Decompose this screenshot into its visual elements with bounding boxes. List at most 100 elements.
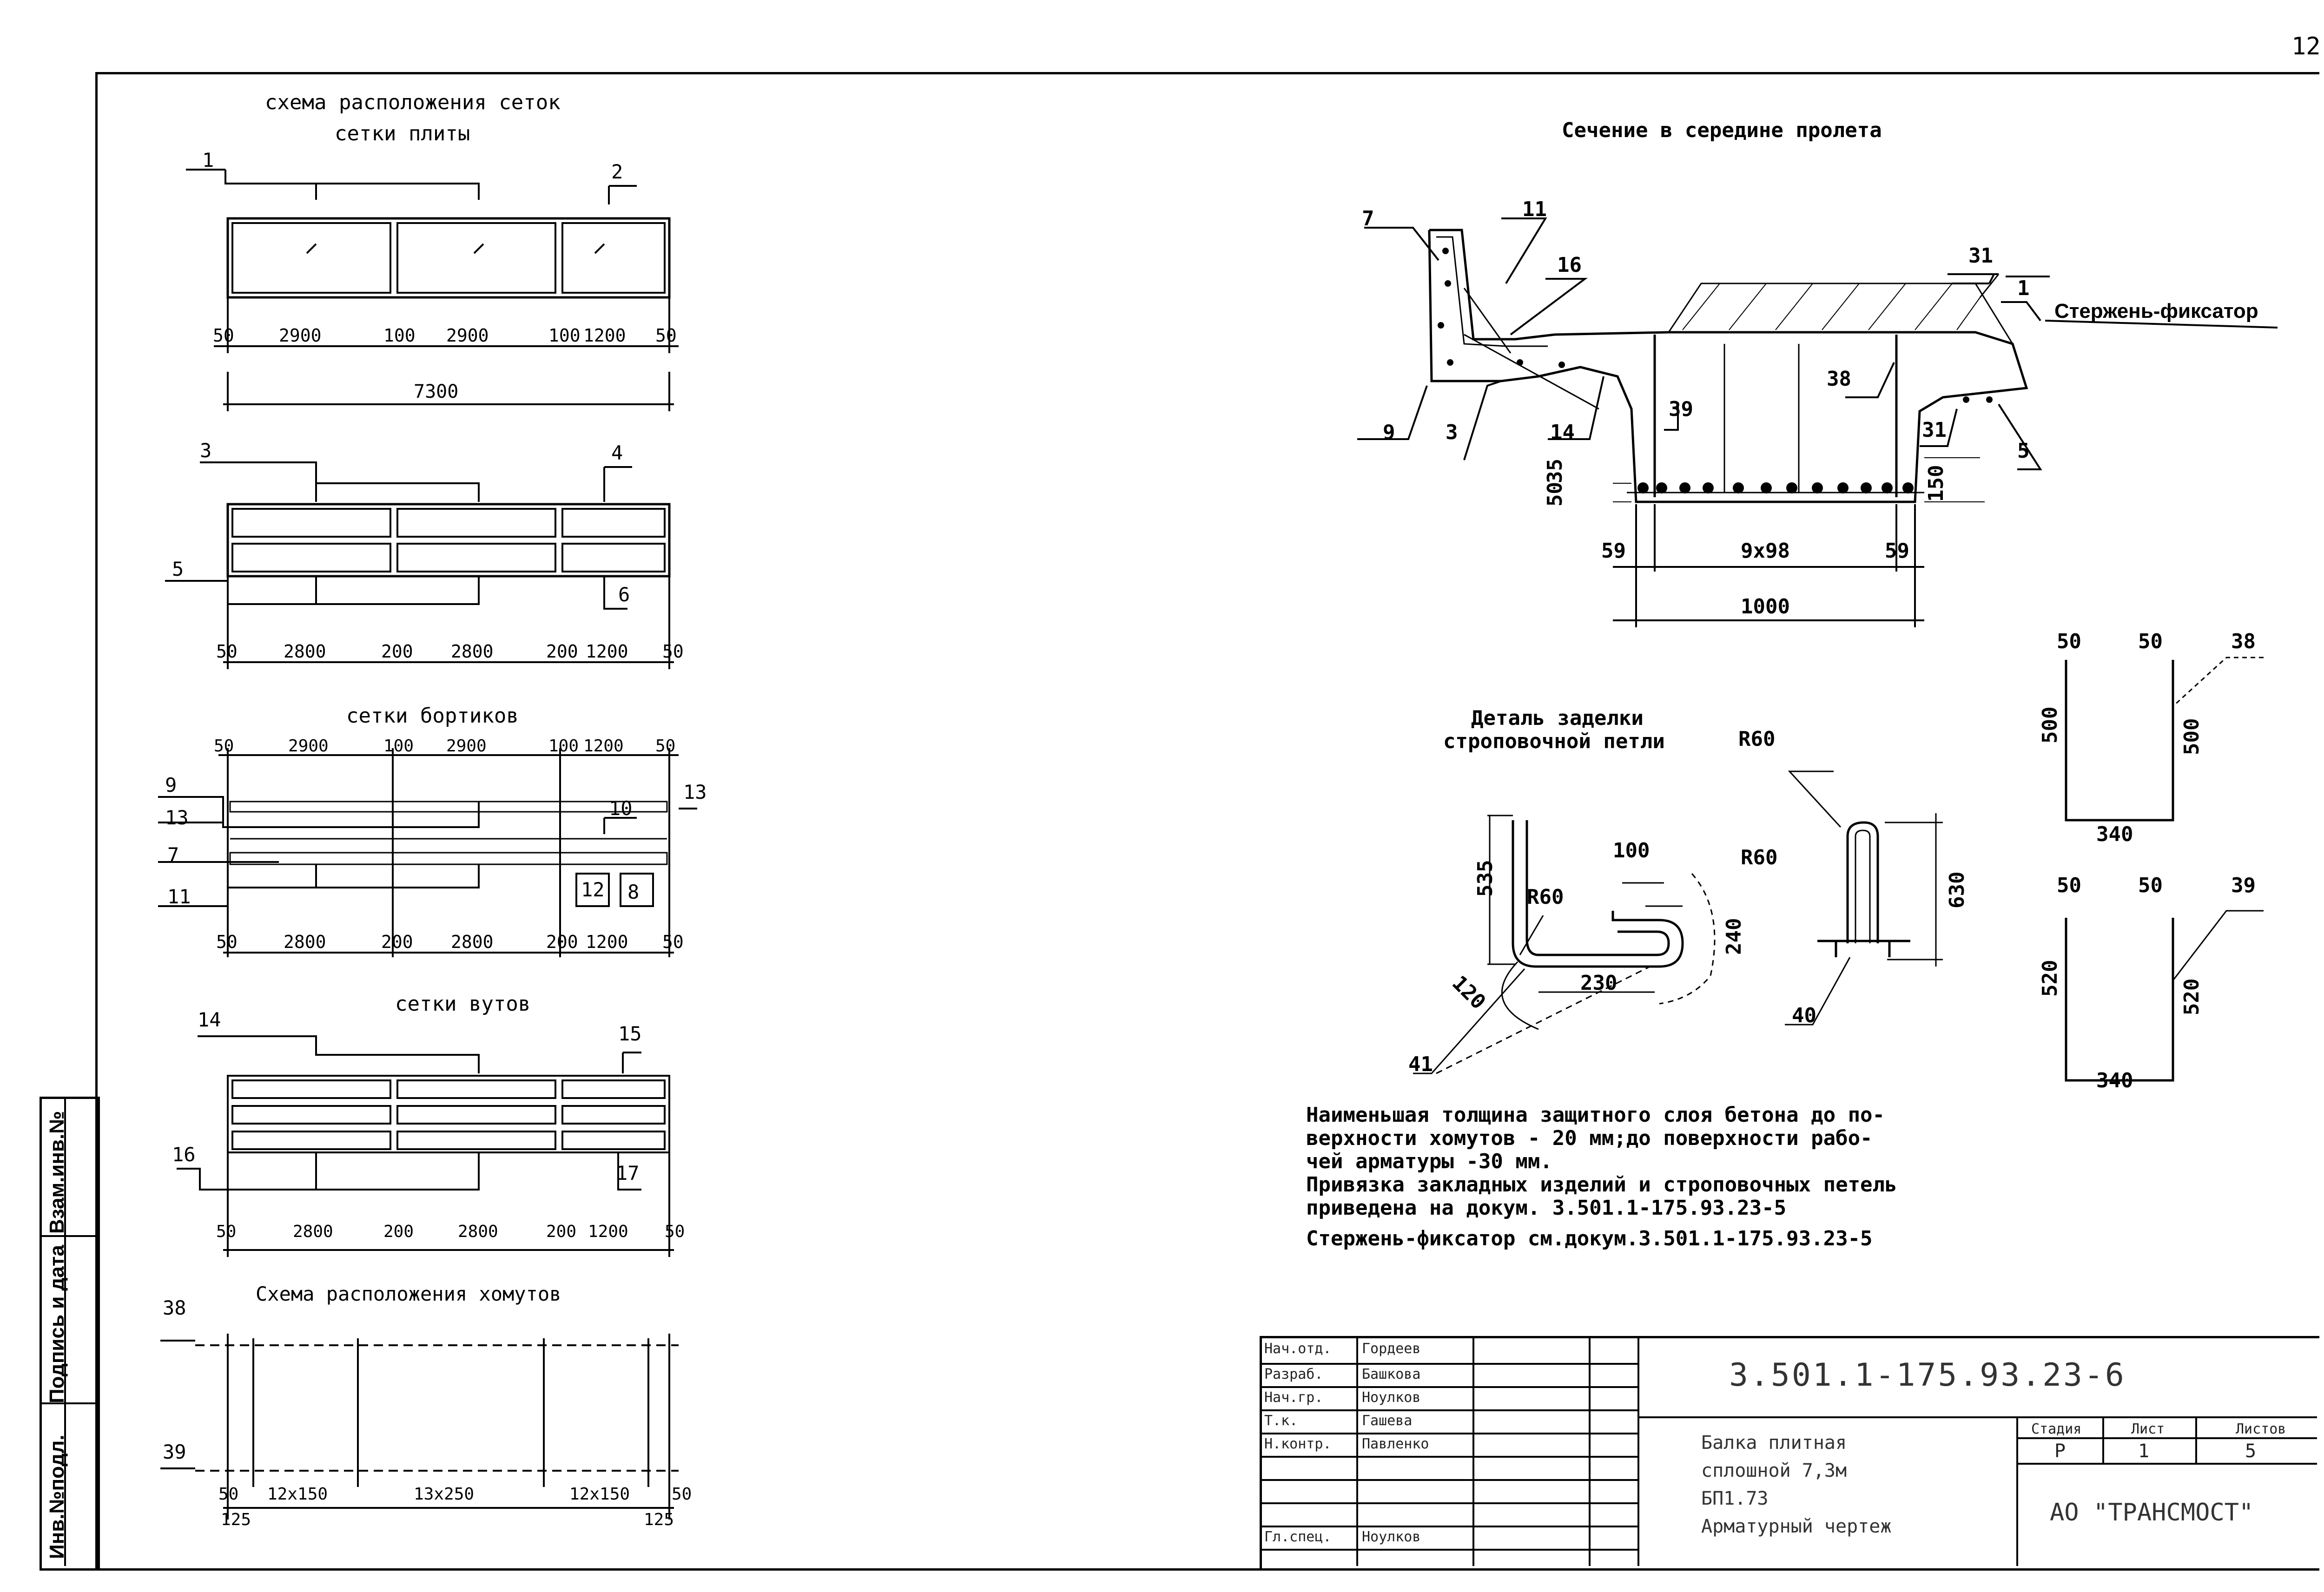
st39-mark: 39 (2231, 874, 2256, 897)
dim: 2800 (284, 932, 326, 952)
drawing-frame (95, 72, 2319, 1571)
stamp-role: Т.к. (1264, 1413, 1298, 1429)
title-block (1260, 1336, 2319, 1568)
mark-12: 12 (581, 878, 605, 901)
st39-left: 520 (2038, 960, 2062, 997)
sec-mark-31: 31 (1968, 244, 1993, 268)
loop-mark-41: 41 (1408, 1053, 1433, 1076)
stamp-role: Гл.спец. (1264, 1529, 1332, 1545)
loop-mark-40: 40 (1792, 1004, 1816, 1027)
st39-bottom: 340 (2096, 1069, 2133, 1092)
dim: 200 (381, 641, 413, 662)
sec-mark-9: 9 (1383, 421, 1395, 444)
sec-mark-11: 11 (1522, 197, 1547, 221)
title-haunch-mesh: сетки вутов (395, 992, 531, 1016)
stamp-stage-head: Лист (2131, 1421, 2165, 1437)
sec-mark-5: 5 (2017, 439, 2030, 463)
dim: 50 (662, 641, 684, 662)
dim: 100 (383, 737, 414, 756)
dim: 100 (548, 737, 579, 756)
st39-top-2: 50 (2138, 874, 2163, 897)
dim: 50 (214, 737, 234, 756)
stamp-name: Гашева (1362, 1413, 1413, 1429)
sec-mark-3: 3 (1446, 421, 1458, 444)
sec-mark-31b: 31 (1922, 418, 1947, 442)
stamp-org: АО "ТРАНСМОСТ" (2050, 1499, 2254, 1526)
dim-sec-mid: 9x98 (1741, 539, 1790, 563)
mark-4: 4 (611, 441, 623, 464)
mark-14: 14 (198, 1008, 221, 1031)
stamp-title-line: сплошной 7,3м (1701, 1460, 1847, 1481)
dim: 50 (655, 737, 676, 756)
note-line: чей арматуры -30 мм. (1306, 1150, 1552, 1173)
dim: 2800 (451, 641, 494, 662)
title-section: Сечение в середине пролета (1562, 118, 1882, 142)
mark-10: 10 (609, 797, 633, 820)
stamp-name: Башкова (1362, 1366, 1421, 1382)
dim-loop-230: 230 (1580, 971, 1618, 995)
sec-mark-16: 16 (1557, 253, 1582, 277)
dim-sec-59-left: 59 (1601, 539, 1626, 563)
dim: 2900 (446, 737, 487, 756)
dim-loop-r60-c: R60 (1741, 846, 1778, 869)
stamp-title-line: Балка плитная (1701, 1432, 1847, 1454)
dim: 100 (548, 325, 581, 346)
dim: 2900 (279, 325, 322, 346)
mark-11: 11 (167, 885, 191, 908)
title-mesh-layout: схема расположения сеток (265, 91, 561, 114)
mark-7: 7 (167, 843, 179, 866)
note-line: Стержень-фиксатор см.докум.3.501.1-175.9… (1306, 1227, 1873, 1250)
dim: 50 (216, 1222, 237, 1241)
dim: 1200 (583, 325, 626, 346)
st38-top-2: 50 (2138, 630, 2163, 653)
dim-loop-630: 630 (1945, 871, 1969, 908)
dim-sec-59-right: 59 (1885, 539, 1909, 563)
title-loop-2: строповочной петли (1443, 730, 1665, 753)
stamp-role: Нач.отд. (1264, 1341, 1332, 1357)
mark-38: 38 (163, 1296, 186, 1319)
dim: 200 (381, 932, 413, 952)
note-line: Привязка закладных изделий и строповочны… (1306, 1173, 1897, 1197)
dim: 125 (221, 1510, 251, 1529)
dim: 200 (546, 1222, 577, 1241)
st38-bottom: 340 (2096, 822, 2133, 846)
mark-39: 39 (163, 1441, 186, 1463)
dim: 125 (644, 1510, 674, 1529)
stamp-title-line: Арматурный чертеж (1701, 1516, 1892, 1537)
mark-13: 13 (165, 806, 189, 829)
mark-8: 8 (627, 881, 640, 903)
sec-mark-38: 38 (1827, 367, 1851, 391)
title-stirrup-layout: Схема расположения хомутов (256, 1283, 561, 1305)
st39-right: 520 (2180, 978, 2204, 1015)
stamp-name: Гордеев (1362, 1341, 1421, 1357)
dim: 50 (216, 932, 238, 952)
mark-2: 2 (611, 160, 623, 183)
dim: 12x150 (267, 1485, 328, 1504)
dim: 12x150 (569, 1485, 630, 1504)
mark-9: 9 (165, 774, 177, 796)
mark-16: 16 (172, 1143, 196, 1166)
sec-mark-7: 7 (1362, 207, 1374, 230)
dim-loop-535: 535 (1473, 860, 1497, 897)
mark-6: 6 (618, 583, 630, 606)
dim: 200 (546, 932, 578, 952)
st38-mark: 38 (2231, 630, 2256, 653)
dim: 50 (218, 1485, 239, 1504)
st38-right: 500 (2180, 718, 2204, 755)
mark-17: 17 (616, 1162, 640, 1184)
stamp-doc-code: 3.501.1-175.93.23-6 (1729, 1357, 2126, 1394)
stamp-title-line: БП1.73 (1701, 1488, 1769, 1509)
stamp-title: Балка плитная сплошной 7,3м БП1.73 Армат… (1701, 1429, 1891, 1540)
dim: 50 (216, 641, 238, 662)
dim: 50 (665, 1222, 685, 1241)
dim: 1200 (586, 641, 628, 662)
stamp-role: Нач.гр. (1264, 1389, 1323, 1406)
mark-13b: 13 (683, 781, 707, 803)
dim: 100 (383, 325, 416, 346)
dim: 1200 (588, 1222, 628, 1241)
stamp-role: Н.контр. (1264, 1436, 1332, 1452)
mark-1: 1 (202, 149, 214, 171)
mark-3: 3 (200, 439, 212, 462)
st38-top-1: 50 (2057, 630, 2081, 653)
